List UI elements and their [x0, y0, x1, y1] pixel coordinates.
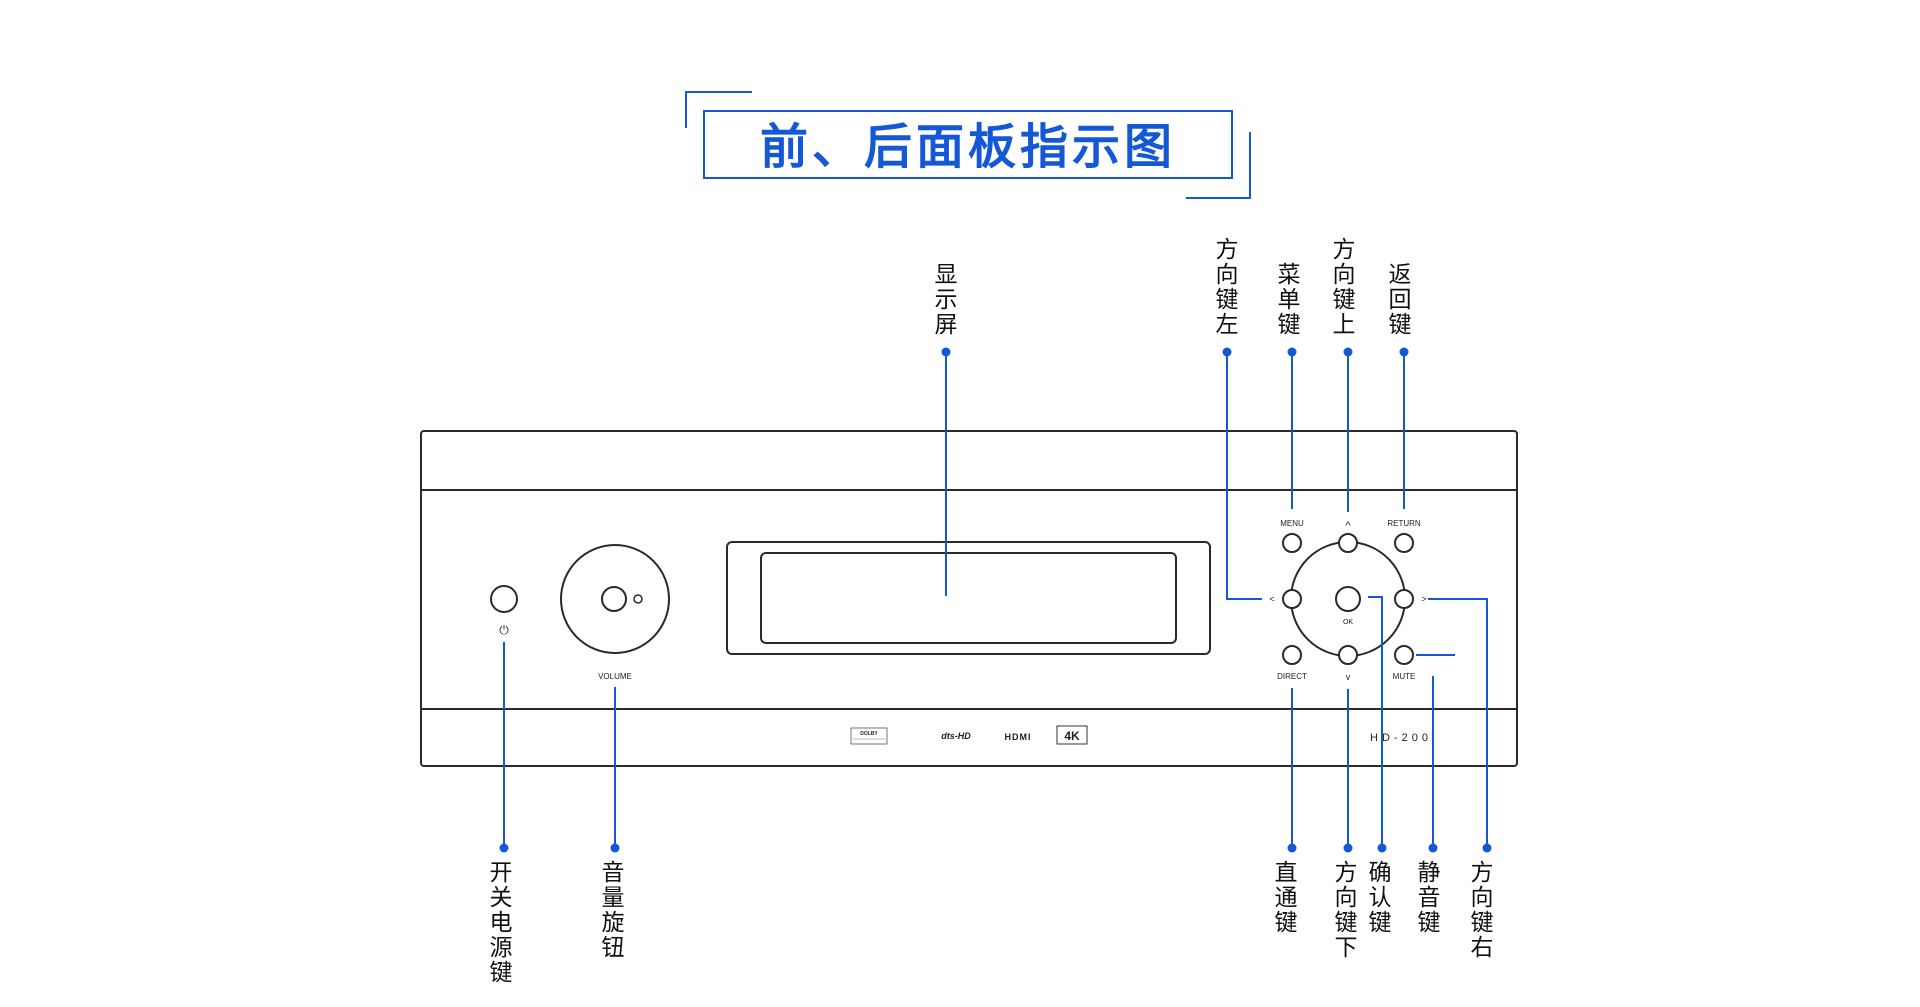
volume-knob-dot: [633, 594, 643, 604]
mute-label: MUTE: [1393, 672, 1416, 681]
callout-bottom-volume: 音量旋钮: [602, 860, 625, 961]
callout-bottom-mute: 静音键: [1418, 860, 1441, 936]
return-label: RETURN: [1387, 519, 1421, 528]
svg-text:dts-HD: dts-HD: [941, 731, 971, 741]
power-button[interactable]: [490, 585, 518, 613]
callout-top-display: 显示屏: [935, 262, 958, 338]
up-button[interactable]: [1338, 533, 1358, 553]
display-screen: [726, 541, 1211, 655]
volume-label: VOLUME: [598, 672, 632, 681]
device-body: [420, 430, 1518, 767]
svg-text:4K: 4K: [1064, 729, 1080, 743]
callout-bottom-ok: 确认键: [1369, 860, 1392, 936]
menu-label: MENU: [1280, 519, 1304, 528]
menu-button[interactable]: [1282, 533, 1302, 553]
title-frame: [685, 91, 1251, 199]
svg-text:HDMI: HDMI: [1005, 732, 1032, 742]
direct-label: DIRECT: [1277, 672, 1307, 681]
down-symbol: v: [1346, 672, 1351, 682]
direct-button[interactable]: [1282, 645, 1302, 665]
dts-logo: dts-HD: [941, 731, 971, 741]
volume-knob-center: [601, 586, 627, 612]
leader-lines: [503, 352, 1488, 848]
callout-bottom-direct: 直通键: [1275, 860, 1298, 936]
callout-bottom-power: 开关电源键: [490, 860, 513, 986]
callout-top-menu: 菜单键: [1278, 262, 1301, 338]
down-button[interactable]: [1338, 645, 1358, 665]
model-label: HD-200: [1370, 732, 1432, 744]
callout-top-up: 方向键上: [1333, 237, 1356, 338]
mute-button[interactable]: [1394, 645, 1414, 665]
4k-logo: 4K: [1056, 725, 1088, 745]
dolby-logo: DOLBY: [850, 727, 888, 745]
callout-bottom-down: 方向键下: [1335, 860, 1358, 961]
leader-dots: [499, 347, 1492, 853]
callouts-top: 显示屏 方向键左 菜单键 方向键上 返回键: [935, 237, 1412, 338]
up-symbol: ^: [1345, 520, 1351, 532]
ok-label: OK: [1343, 619, 1353, 626]
callout-bottom-right: 方向键右: [1471, 860, 1494, 961]
left-button[interactable]: [1282, 589, 1302, 609]
ok-button[interactable]: [1335, 586, 1361, 612]
right-button[interactable]: [1394, 589, 1414, 609]
right-symbol: >: [1421, 594, 1426, 604]
power-icon: ⏻: [499, 623, 509, 637]
page-title: 前、后面板指示图: [760, 119, 1176, 175]
volume-knob[interactable]: [560, 544, 670, 654]
callout-top-return: 返回键: [1389, 262, 1412, 338]
hdmi-logo: HDMI: [1005, 732, 1032, 742]
callout-top-left: 方向键左: [1216, 237, 1239, 338]
return-button[interactable]: [1394, 533, 1414, 553]
svg-text:DOLBY: DOLBY: [860, 731, 878, 737]
left-symbol: <: [1269, 594, 1274, 604]
